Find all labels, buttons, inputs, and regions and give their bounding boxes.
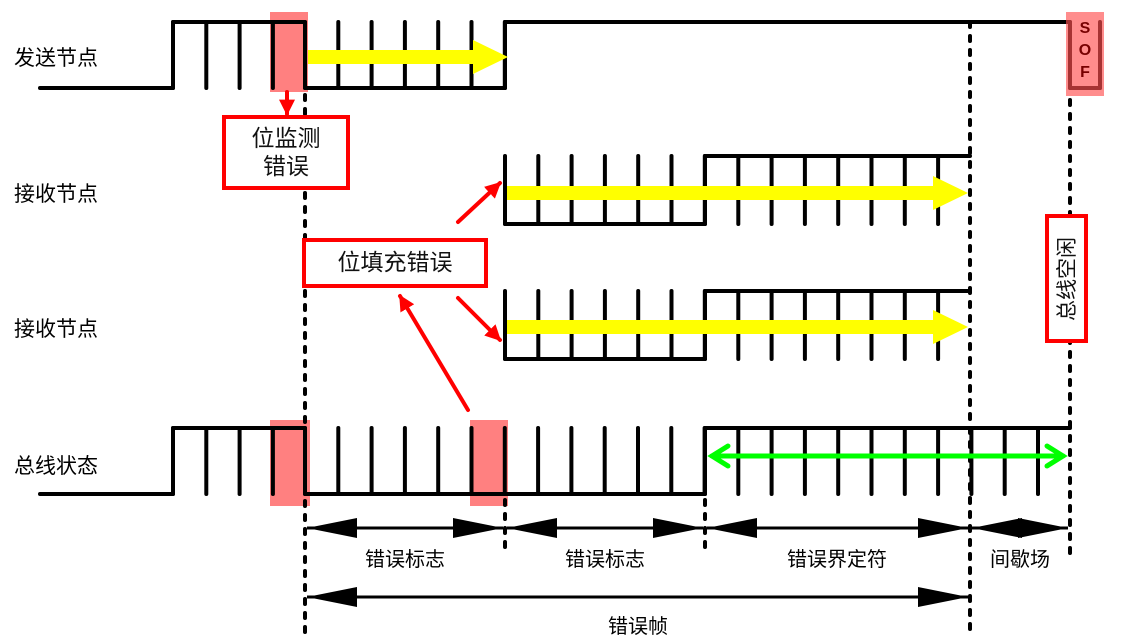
sender-yellow-arrow-head	[473, 40, 508, 74]
row-label-receiver-1: 接收节点	[14, 182, 98, 206]
bit-error-highlight	[270, 12, 308, 92]
receiver-1-yellow-arrow-head	[933, 176, 968, 210]
bus-idle-text: 总线空闲	[1054, 236, 1079, 321]
red-arrow-to-receiver-1	[456, 181, 502, 224]
sof-letter-s: S	[1079, 20, 1091, 37]
row-label-receiver-2: 接收节点	[14, 317, 98, 341]
receiver-2-yellow-arrow-shaft	[507, 320, 933, 334]
sof-highlight	[1066, 12, 1104, 96]
segment-error-flag-1: 错误标志	[365, 547, 445, 571]
receiver-1-yellow-arrow-shaft	[507, 186, 933, 200]
segment-intermission: 间歇场	[990, 547, 1050, 571]
sof-letter-f: F	[1080, 64, 1090, 81]
callout-bus-idle: 总线空闲	[1045, 214, 1088, 343]
sof-letter-o: O	[1078, 42, 1092, 59]
sender-yellow-arrow-shaft	[308, 50, 473, 64]
callout-bit-stuff-error: 位填充错误	[302, 238, 488, 288]
red-arrow-from-bus	[398, 294, 470, 412]
row-label-bus: 总线状态	[14, 454, 98, 478]
segment-error-frame: 错误帧	[608, 614, 668, 636]
segment-error-delimiter: 错误界定符	[787, 547, 887, 571]
green-arrow-head-left	[707, 443, 731, 469]
row-label-sender: 发送节点	[14, 46, 98, 70]
bus-highlight-2	[470, 420, 508, 506]
segment-error-flag-2: 错误标志	[565, 547, 645, 571]
red-arrow-to-receiver-2	[456, 296, 502, 342]
green-arrow-head-right	[1044, 443, 1068, 469]
callout-bit-monitor-error: 位监测 错误	[222, 115, 350, 190]
receiver-2-yellow-arrow-head	[933, 310, 968, 344]
